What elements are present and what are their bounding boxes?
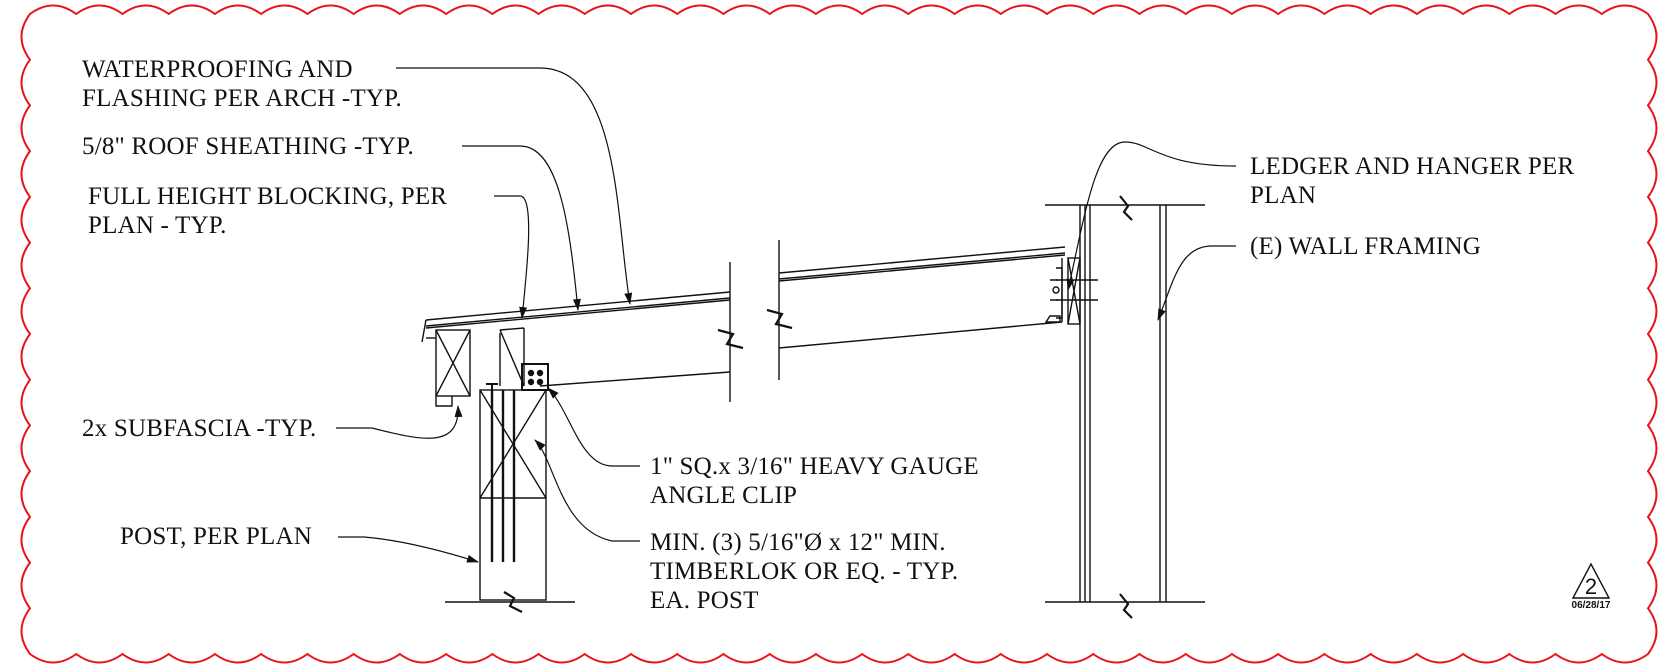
callout-post: POST, PER PLAN [120, 523, 312, 550]
full-height-blocking [499, 327, 525, 387]
revision-date: 06/28/17 [1572, 600, 1611, 611]
callout-subfascia: 2x SUBFASCIA -TYP. [82, 415, 317, 442]
ledger-hanger [1044, 257, 1098, 325]
callout-roof-sheathing: 5/8" ROOF SHEATHING -TYP. [82, 133, 414, 160]
detail-linework [421, 195, 1205, 619]
post [445, 383, 575, 613]
leader-angle-clip [547, 387, 640, 467]
leader-blocking [494, 195, 530, 319]
callout-wall-framing: (E) WALL FRAMING [1250, 233, 1481, 260]
leader-waterproofing [396, 67, 633, 305]
leader-sheathing [462, 145, 581, 311]
rafter [499, 321, 1063, 387]
revision-number: 2 [1585, 574, 1597, 599]
callout-angle-clip: 1" SQ.x 3/16" HEAVY GAUGE ANGLE CLIP [650, 453, 979, 509]
leader-post [338, 536, 479, 563]
revision-delta: 2 06/28/17 [1572, 562, 1611, 611]
break-lines [717, 240, 793, 402]
callout-waterproofing: WATERPROOFING AND FLASHING PER ARCH -TYP… [82, 56, 402, 112]
leader-subfascia [336, 405, 463, 439]
callout-ledger-hanger: LEDGER AND HANGER PER PLAN [1250, 153, 1575, 209]
leader-timberlok [534, 439, 640, 542]
leader-lines [336, 67, 1237, 563]
callout-timberlok: MIN. (3) 5/16"Ø x 12" MIN. TIMBERLOK OR … [650, 529, 959, 614]
leader-wall-framing [1157, 245, 1236, 321]
leader-ledger [1066, 141, 1237, 291]
roof-sheathing [421, 246, 1066, 343]
callout-full-height-blocking: FULL HEIGHT BLOCKING, PER PLAN - TYP. [88, 183, 448, 239]
subfascia [426, 329, 471, 407]
revision-cloud [20, 4, 1658, 664]
existing-wall [1045, 195, 1205, 619]
